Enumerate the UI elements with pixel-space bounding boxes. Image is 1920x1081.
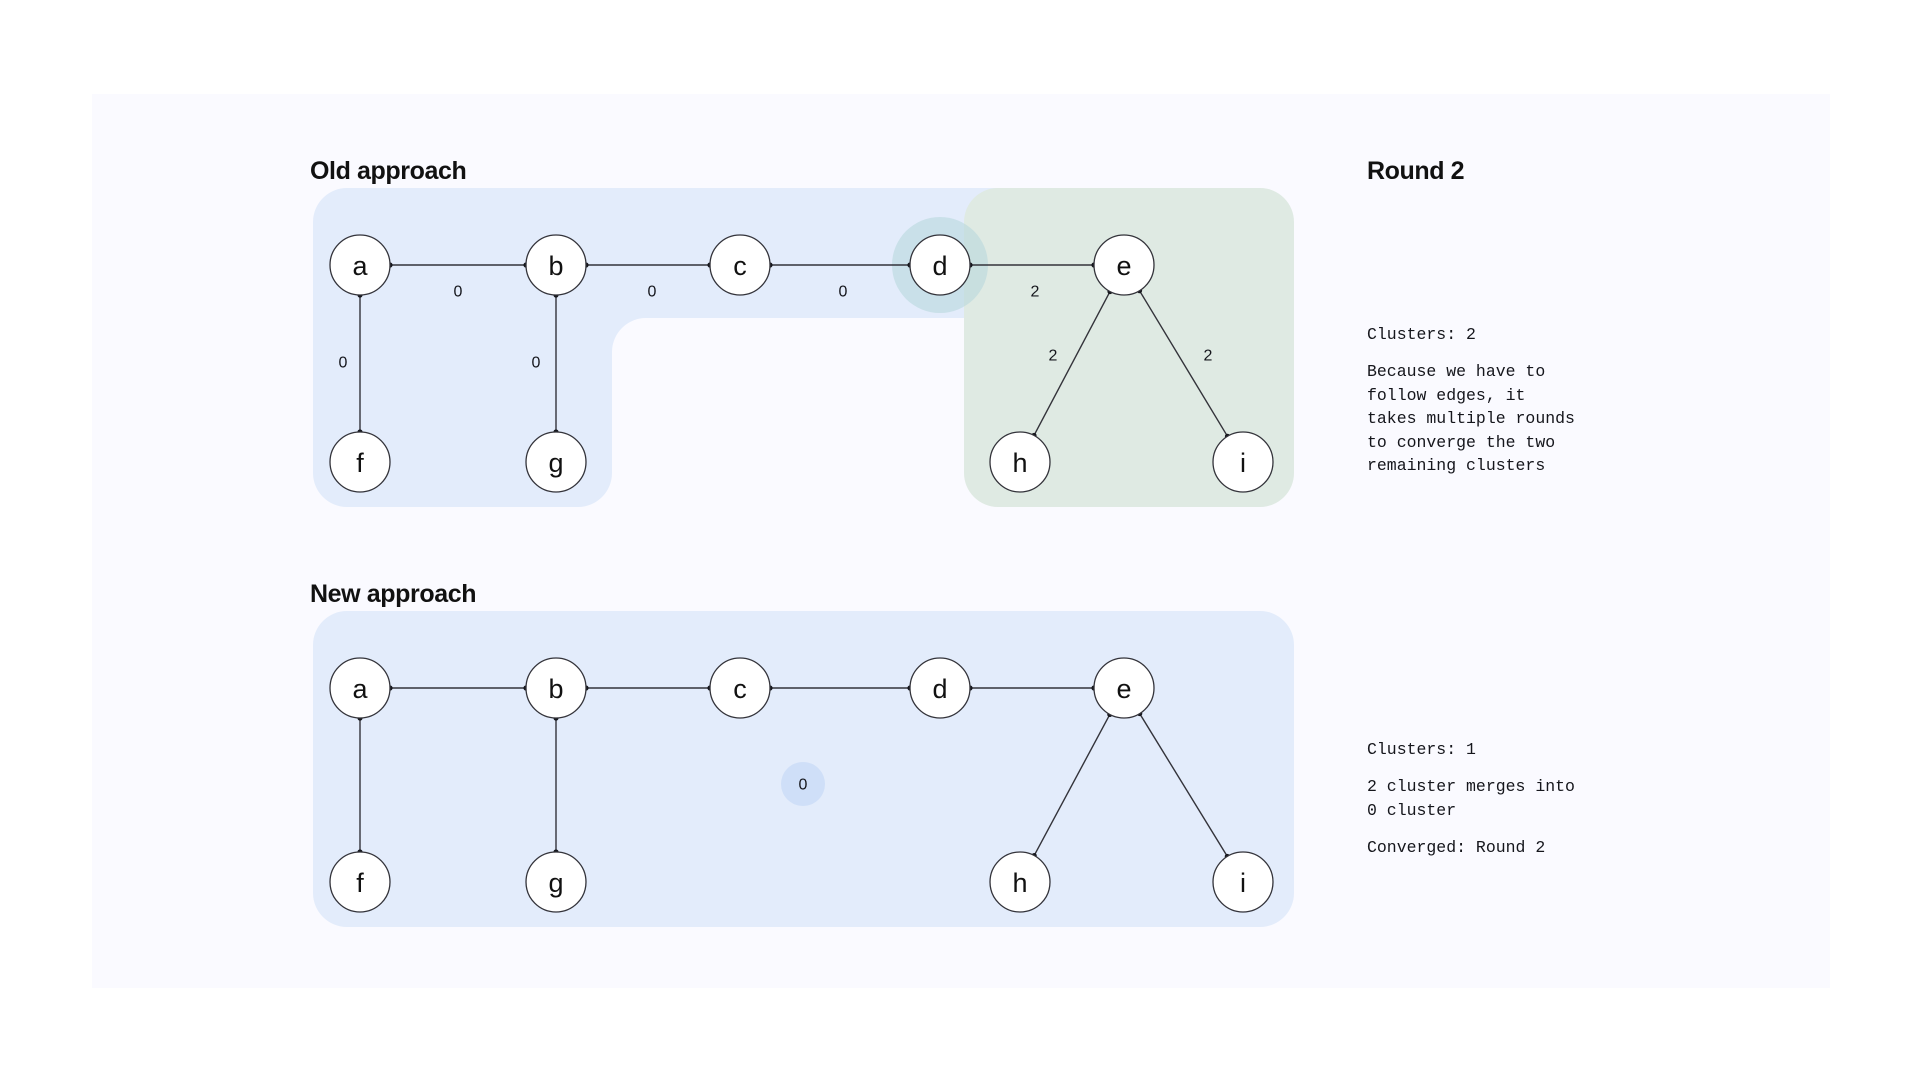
graph-node-a[interactable] (329, 657, 391, 719)
graph-node-e[interactable] (1093, 657, 1155, 719)
edge-weight-a-f: 0 (339, 355, 348, 372)
graph-node-f[interactable] (329, 851, 391, 913)
edge-weight-d-e: 2 (1031, 284, 1040, 301)
graph-node-label-h: h (1012, 868, 1027, 898)
edge-weight-b-c: 0 (648, 284, 657, 301)
graph-node-label-e: e (1116, 674, 1131, 704)
graph-node-label-c: c (733, 251, 747, 281)
graph-new-badge: 0 (781, 762, 825, 806)
graph-node-label-d: d (932, 251, 947, 281)
graph-new-nodes: a b c d e f g h i (329, 657, 1274, 913)
new-description: 2 cluster merges into 0 cluster (1367, 777, 1575, 820)
graph-node-label-b: b (548, 251, 563, 281)
graph-node-b[interactable] (525, 657, 587, 719)
graph-node-g[interactable] (525, 431, 587, 493)
edge-weight-a-b: 0 (454, 284, 463, 301)
graph-node-c[interactable] (709, 234, 771, 296)
graph-node-a[interactable] (329, 234, 391, 296)
edge-weight-e-i: 2 (1204, 348, 1213, 365)
page-title-new-approach: New approach (310, 580, 477, 608)
merge-badge-label: 0 (799, 777, 808, 794)
cluster-green-old (964, 188, 1294, 507)
graph-node-d[interactable] (909, 234, 971, 296)
graph-edge-e-h (1033, 291, 1111, 436)
graph-node-label-b: b (548, 674, 563, 704)
page-title-round: Round 2 (1367, 157, 1465, 185)
graph-node-label-f: f (356, 448, 364, 478)
graph-edge-e-i (1139, 713, 1228, 857)
graph-node-h[interactable] (989, 851, 1051, 913)
graph-edge-e-h (1033, 714, 1111, 856)
graph-node-label-a: a (352, 251, 368, 281)
new-clusters-count: Clusters: 1 (1367, 740, 1476, 759)
new-converged-line: Converged: Round 2 (1367, 838, 1546, 857)
graph-node-label-a: a (352, 674, 368, 704)
merge-badge-background (781, 762, 825, 806)
edge-weight-e-h: 2 (1049, 348, 1058, 365)
graph-node-label-e: e (1116, 251, 1131, 281)
graph-node-i[interactable] (1212, 431, 1274, 493)
graph-edge-e-i (1138, 290, 1229, 437)
graph-node-label-g: g (548, 868, 563, 898)
graph-node-label-d: d (932, 674, 947, 704)
graph-node-h[interactable] (989, 431, 1051, 493)
round-description: Because we have to follow edges, it take… (1367, 362, 1575, 475)
graph-old-edge-weights: 0 0 0 2 0 0 2 2 (339, 284, 1213, 372)
page-title-old-approach: Old approach (310, 157, 467, 185)
graph-node-label-c: c (733, 674, 747, 704)
cluster-shapes-old (313, 188, 1294, 507)
edge-weight-b-g: 0 (532, 355, 541, 372)
graph-old-nodes: a b c d e f g h i (329, 234, 1274, 493)
graph-node-label-g: g (548, 448, 563, 478)
graph-node-label-h: h (1012, 448, 1027, 478)
round-clusters-count: Clusters: 2 (1367, 325, 1476, 344)
graph-old-edges (357, 262, 1231, 439)
graph-node-label-f: f (356, 868, 364, 898)
edge-weight-c-d: 0 (839, 284, 848, 301)
graph-node-g[interactable] (525, 851, 587, 913)
graph-node-c[interactable] (709, 657, 771, 719)
graph-node-d[interactable] (909, 657, 971, 719)
graph-node-label-i: i (1240, 868, 1246, 898)
graph-node-e[interactable] (1093, 234, 1155, 296)
graph-node-b[interactable] (525, 234, 587, 296)
graph-node-i[interactable] (1212, 851, 1274, 913)
graph-node-label-i: i (1240, 448, 1246, 478)
graph-node-f[interactable] (329, 431, 391, 493)
